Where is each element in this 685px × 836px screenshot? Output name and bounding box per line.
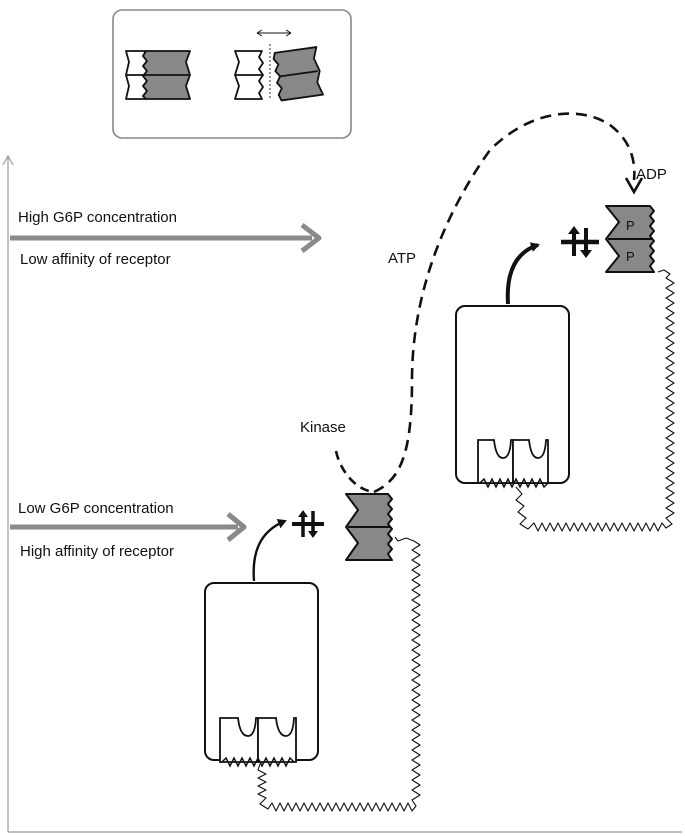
phosphorylation-path [373,112,636,494]
high-affinity-label: High affinity of receptor [20,543,174,560]
cell-upper [455,269,675,532]
receptor-dimer-closed-icon [125,50,191,100]
low-g6p-label: Low G6P concentration [18,500,174,517]
low-state-arrow [10,512,247,542]
signal-arrow-upper [505,242,540,305]
high-state-arrow [10,223,322,253]
receptor-dimer-open-icon [234,29,324,102]
separation-arrow [256,29,292,37]
phospho-label-bottom: P [626,249,635,264]
signal-arrow-lower [252,519,287,582]
membrane-receptor-lower [219,717,297,763]
phospho-label-top: P [626,218,635,233]
membrane-receptor-upper [477,439,549,484]
adp-label: ADP [636,166,667,183]
legend-box [112,9,352,139]
bidirectional-arrow-icon [561,226,599,258]
atp-label: ATP [388,250,416,267]
receptor-dimer-lower [345,493,393,561]
phosphorylation-arrowhead [624,177,644,195]
high-g6p-label: High G6P concentration [18,209,177,226]
receptor-dimer-phosphorylated: P P [605,205,655,273]
bidirectional-arrow-icon [292,510,324,538]
axes [2,154,682,833]
cell-lower [204,536,421,812]
kinase-label: Kinase [300,419,346,436]
low-affinity-label: Low affinity of receptor [20,251,171,268]
kinase-path-left [334,450,375,494]
